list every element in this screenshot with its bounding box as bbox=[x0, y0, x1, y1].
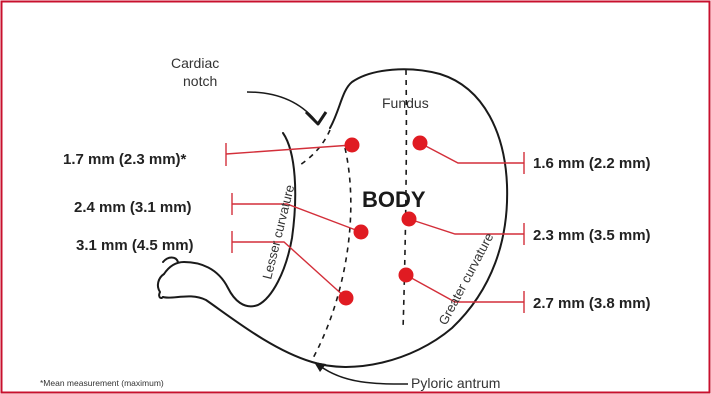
measurement-point bbox=[402, 212, 417, 227]
leader-right-1 bbox=[420, 143, 524, 163]
greater-curvature-outline bbox=[163, 69, 507, 367]
stomach-outline bbox=[158, 69, 507, 367]
body-label: BODY bbox=[362, 187, 426, 212]
measurement-point bbox=[345, 138, 360, 153]
footnote: *Mean measurement (maximum) bbox=[40, 378, 164, 388]
antrum-divider-line bbox=[312, 148, 351, 360]
measurement-point bbox=[413, 136, 428, 151]
leader-left-2 bbox=[232, 204, 361, 232]
measurement-right-1: 1.6 mm (2.2 mm) bbox=[533, 155, 651, 172]
measurement-point bbox=[339, 291, 354, 306]
pyloric-antrum-label: Pyloric antrum bbox=[411, 375, 500, 391]
duodenum-stub bbox=[163, 258, 178, 263]
leader-right-2 bbox=[409, 219, 524, 234]
cardiac-notch-pointer bbox=[247, 92, 326, 124]
lesser-curvature-label: Lesser curvature bbox=[259, 183, 297, 281]
duodenum-bulge-upper bbox=[158, 274, 164, 298]
measurement-left-2: 2.4 mm (3.1 mm) bbox=[74, 199, 192, 216]
measurement-point bbox=[399, 268, 414, 283]
measurement-left-3: 3.1 mm (4.5 mm) bbox=[76, 237, 194, 254]
measurement-right-2: 2.3 mm (3.5 mm) bbox=[533, 227, 651, 244]
measurement-right-3: 2.7 mm (3.8 mm) bbox=[533, 295, 651, 312]
fundus-label: Fundus bbox=[382, 95, 429, 111]
measurement-left-1: 1.7 mm (2.3 mm)* bbox=[63, 151, 187, 168]
measurement-point bbox=[354, 225, 369, 240]
cardiac-notch-label-line2: notch bbox=[183, 73, 217, 89]
cardiac-notch-label-line1: Cardiac bbox=[171, 55, 219, 71]
